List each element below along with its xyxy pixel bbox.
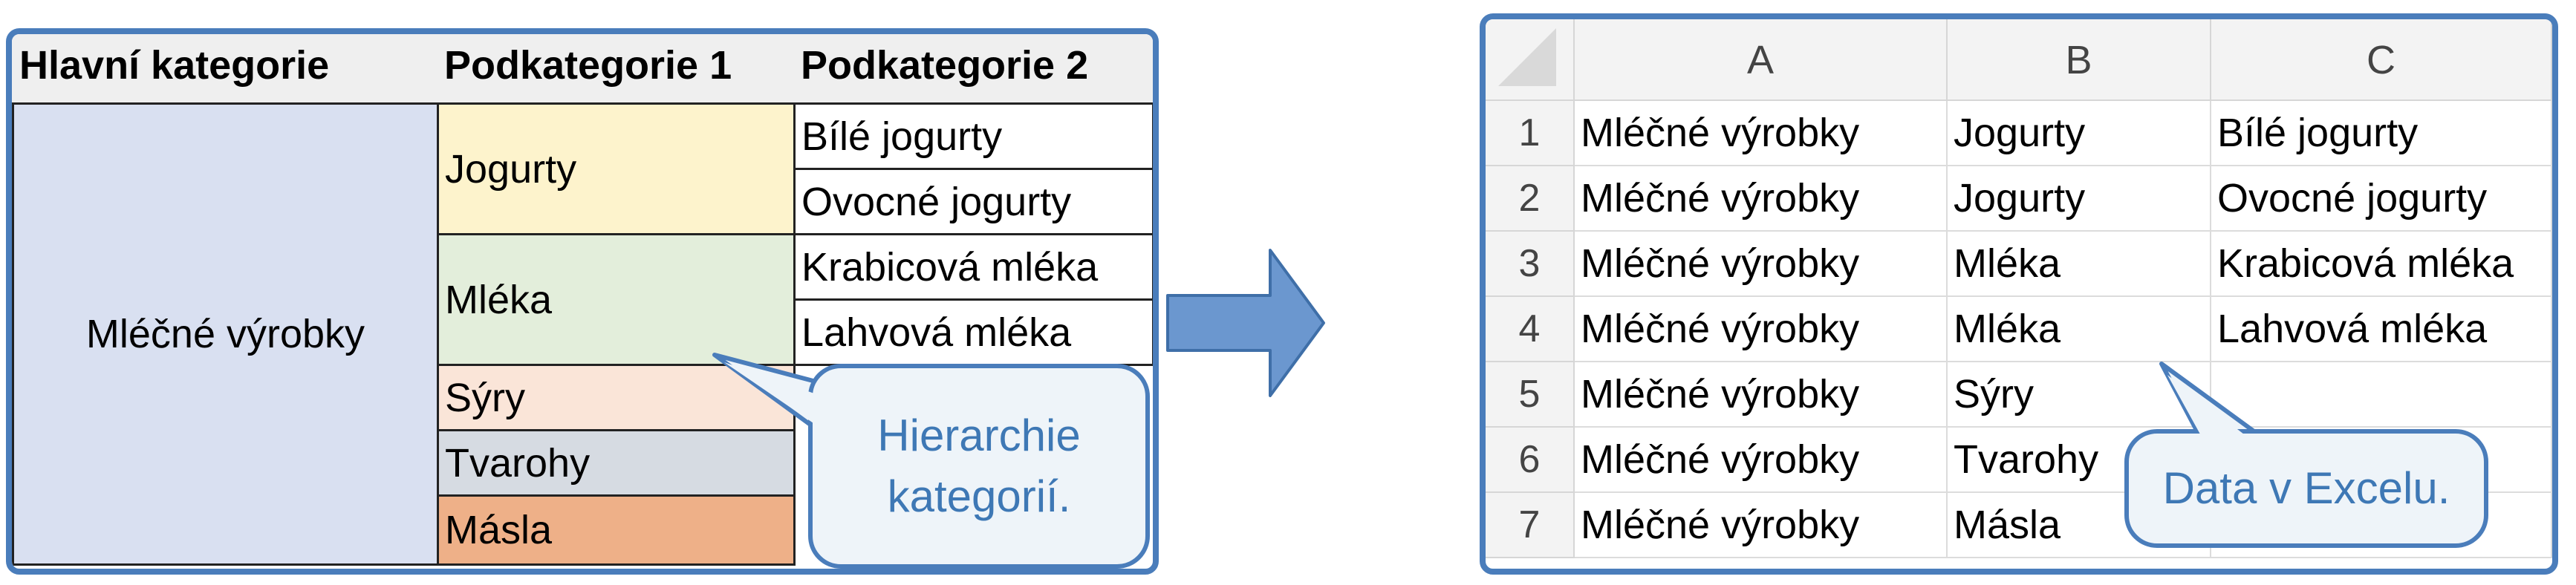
cell-c[interactable]: Lahvová mléka (2211, 297, 2552, 362)
cell-c[interactable]: Ovocné jogurty (2211, 166, 2552, 232)
sub2-label: Ovocné jogurty (801, 179, 1072, 224)
cell-b[interactable]: Jogurty (1948, 101, 2211, 166)
select-all-corner[interactable] (1486, 19, 1575, 101)
sub2-krabicova-mleka: Krabicová mléka (793, 233, 1153, 301)
sub1-syry: Sýry (437, 364, 796, 431)
sub2-lahvova-mleka: Lahvová mléka (793, 298, 1153, 366)
cell-b[interactable]: Mléka (1948, 232, 2211, 297)
column-header-c[interactable]: C (2211, 19, 2552, 101)
sub1-mleka: Mléka (437, 233, 796, 366)
column-header-a[interactable]: A (1575, 19, 1948, 101)
column-header-b[interactable]: B (1948, 19, 2211, 101)
hierarchy-callout-line1: Hierarchie (877, 411, 1081, 460)
cell-c[interactable] (2211, 362, 2552, 428)
row-header[interactable]: 2 (1486, 166, 1575, 232)
sub1-label: Tvarohy (445, 440, 591, 486)
row-header[interactable]: 3 (1486, 232, 1575, 297)
header-subcategory-1: Podkategorie 1 (437, 34, 793, 102)
sub1-label: Jogurty (445, 146, 577, 192)
cell-a[interactable]: Mléčné výrobky (1575, 362, 1948, 428)
sub2-label: Lahvová mléka (801, 310, 1072, 355)
cell-b[interactable]: Jogurty (1948, 166, 2211, 232)
arrow-right-icon (1166, 249, 1325, 397)
cell-a[interactable]: Mléčné výrobky (1575, 428, 1948, 493)
sub1-label: Mléka (445, 277, 553, 322)
cell-a[interactable]: Mléčné výrobky (1575, 101, 1948, 166)
sub1-label: Sýry (445, 375, 525, 420)
cell-a[interactable]: Mléčné výrobky (1575, 232, 1948, 297)
sub2-ovocne-jogurty: Ovocné jogurty (793, 168, 1153, 235)
hierarchy-panel: Hlavní kategorie Podkategorie 1 Podkateg… (6, 28, 1159, 575)
sub1-masla: Másla (437, 494, 796, 566)
cell-b[interactable]: Sýry (1948, 362, 2211, 428)
hierarchy-callout: Hierarchie kategorií. (808, 364, 1150, 569)
header-main-category: Hlavní kategorie (12, 34, 437, 102)
row-header[interactable]: 7 (1486, 493, 1575, 558)
excel-callout: Data v Excelu. (2124, 429, 2488, 548)
sub2-label: Bílé jogurty (801, 114, 1003, 159)
cell-c[interactable]: Bílé jogurty (2211, 101, 2552, 166)
cell-a[interactable]: Mléčné výrobky (1575, 297, 1948, 362)
sub2-label: Krabicová mléka (801, 244, 1099, 290)
row-header[interactable]: 1 (1486, 101, 1575, 166)
row-header[interactable]: 5 (1486, 362, 1575, 428)
cell-c[interactable] (2211, 493, 2552, 558)
cell-c[interactable]: Krabicová mléka (2211, 232, 2552, 297)
row-header[interactable]: 6 (1486, 428, 1575, 493)
row-header[interactable]: 4 (1486, 297, 1575, 362)
cell-b[interactable]: Tvarohy (1948, 428, 2211, 493)
hierarchy-callout-line2: kategorií. (887, 471, 1071, 521)
main-category-cell: Mléčné výrobky (12, 102, 439, 566)
sub2-bile-jogurty: Bílé jogurty (793, 102, 1153, 170)
sub1-tvarohy: Tvarohy (437, 429, 796, 497)
cell-a[interactable]: Mléčné výrobky (1575, 166, 1948, 232)
sub1-jogurty: Jogurty (437, 102, 796, 235)
sub1-label: Másla (445, 508, 553, 552)
cell-b[interactable]: Mléka (1948, 297, 2211, 362)
main-category-label: Mléčné výrobky (85, 312, 365, 356)
cell-b[interactable]: Másla (1948, 493, 2211, 558)
header-subcategory-2: Podkategorie 2 (793, 34, 1153, 102)
select-all-triangle-icon (1498, 28, 1556, 86)
cell-a[interactable]: Mléčné výrobky (1575, 493, 1948, 558)
excel-callout-text: Data v Excelu. (2162, 463, 2450, 513)
